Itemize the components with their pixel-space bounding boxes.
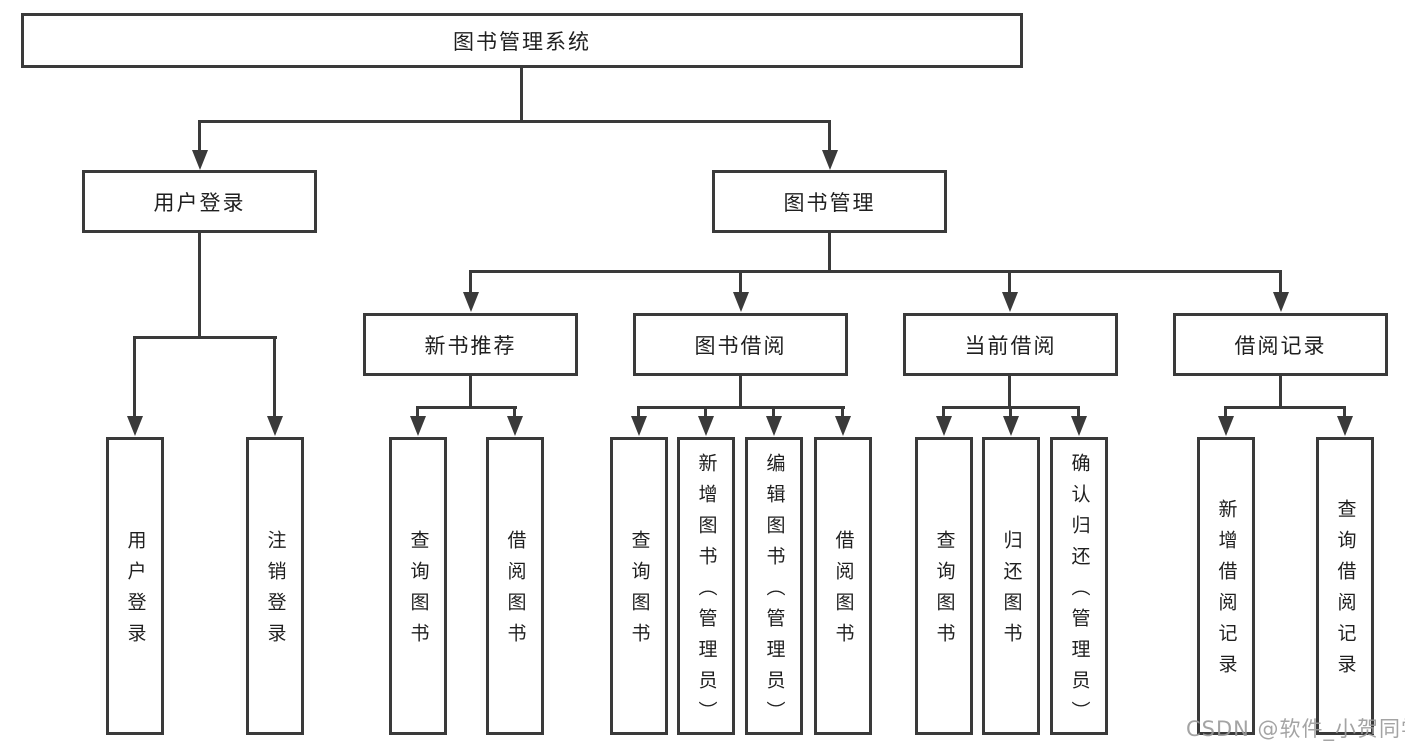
arrow-down-icon	[133, 338, 136, 416]
leaf-user-login: 用户登录	[106, 437, 164, 735]
arrow-down-icon	[637, 408, 640, 416]
arrow-down-icon	[828, 122, 831, 150]
leaf-borrow-books-recommend-label: 借阅图书	[504, 530, 527, 654]
node-book-borrowing: 图书借阅	[633, 313, 848, 376]
leaf-query-books-borrowing: 查询图书	[610, 437, 668, 735]
connector-line-new-book-stem	[469, 376, 472, 407]
leaf-confirm-return-admin: 确认归还（管理员）	[1050, 437, 1108, 735]
node-root: 图书管理系统	[21, 13, 1023, 68]
connector-line-borrow-records-stem	[1279, 376, 1282, 407]
arrow-down-icon	[198, 122, 201, 150]
connector-line-user-login-stem	[198, 233, 201, 336]
arrow-down-icon	[1343, 408, 1346, 416]
node-current-borrowing: 当前借阅	[903, 313, 1118, 376]
connector-line-level3-rail	[469, 270, 1282, 273]
arrow-down-icon	[704, 408, 707, 416]
connector-line-book-borrow-rail	[637, 406, 845, 409]
leaf-borrow-books: 借阅图书	[814, 437, 872, 735]
leaf-query-books-recommend: 查询图书	[389, 437, 447, 735]
node-current-borrowing-label: 当前借阅	[964, 333, 1057, 358]
arrow-down-icon	[841, 408, 844, 416]
connector-line-level2-rail	[198, 120, 831, 123]
connector-line-book-borrow-stem	[739, 376, 742, 407]
leaf-return-books-label: 归还图书	[1000, 530, 1023, 654]
leaf-query-borrow-record: 查询借阅记录	[1316, 437, 1374, 735]
leaf-logout-label: 注销登录	[264, 530, 287, 654]
node-user-login-label: 用户登录	[153, 190, 246, 215]
leaf-borrow-books-label: 借阅图书	[832, 530, 855, 654]
node-book-management: 图书管理	[712, 170, 947, 233]
arrow-down-icon	[942, 408, 945, 416]
leaf-query-books-current-label: 查询图书	[933, 530, 956, 654]
node-root-label: 图书管理系统	[453, 29, 591, 54]
watermark: CSDN @软件_小贺同学	[1186, 717, 1405, 741]
arrow-down-icon	[1008, 272, 1011, 292]
leaf-query-books-borrowing-label: 查询图书	[628, 530, 651, 654]
leaf-add-books-admin: 新增图书（管理员）	[677, 437, 735, 735]
leaf-add-borrow-record: 新增借阅记录	[1197, 437, 1255, 735]
leaf-return-books: 归还图书	[982, 437, 1040, 735]
leaf-query-borrow-record-label: 查询借阅记录	[1334, 499, 1357, 685]
node-user-login: 用户登录	[82, 170, 317, 233]
arrow-down-icon	[1009, 408, 1012, 416]
arrow-down-icon	[513, 408, 516, 416]
leaf-query-books-recommend-label: 查询图书	[407, 530, 430, 654]
arrow-down-icon	[739, 272, 742, 292]
connector-line-new-book-rail	[416, 406, 517, 409]
arrow-down-icon	[416, 408, 419, 416]
node-book-management-label: 图书管理	[783, 190, 876, 215]
node-new-book-recommend: 新书推荐	[363, 313, 578, 376]
leaf-add-books-admin-label: 新增图书（管理员）	[695, 452, 718, 732]
node-borrowing-records: 借阅记录	[1173, 313, 1388, 376]
arrow-down-icon	[1077, 408, 1080, 416]
arrow-down-icon	[469, 272, 472, 292]
arrow-down-icon	[1279, 272, 1282, 292]
leaf-edit-books-admin: 编辑图书（管理员）	[745, 437, 803, 735]
leaf-confirm-return-admin-label: 确认归还（管理员）	[1068, 452, 1091, 732]
arrow-down-icon	[273, 338, 276, 416]
leaf-edit-books-admin-label: 编辑图书（管理员）	[763, 452, 786, 732]
node-book-borrowing-label: 图书借阅	[694, 333, 787, 358]
leaf-add-borrow-record-label: 新增借阅记录	[1215, 499, 1238, 685]
connector-line-user-login-rail	[133, 336, 277, 339]
leaf-query-books-current: 查询图书	[915, 437, 973, 735]
node-new-book-recommend-label: 新书推荐	[424, 333, 517, 358]
arrow-down-icon	[1224, 408, 1227, 416]
connector-line-root-stem	[520, 68, 523, 120]
leaf-user-login-label: 用户登录	[124, 530, 147, 654]
connector-line-current-borrow-stem	[1008, 376, 1011, 407]
arrow-down-icon	[772, 408, 775, 416]
leaf-logout: 注销登录	[246, 437, 304, 735]
node-borrowing-records-label: 借阅记录	[1234, 333, 1327, 358]
connector-line-book-mgmt-stem	[828, 233, 831, 270]
leaf-borrow-books-recommend: 借阅图书	[486, 437, 544, 735]
connector-line-borrow-records-rail	[1224, 406, 1346, 409]
